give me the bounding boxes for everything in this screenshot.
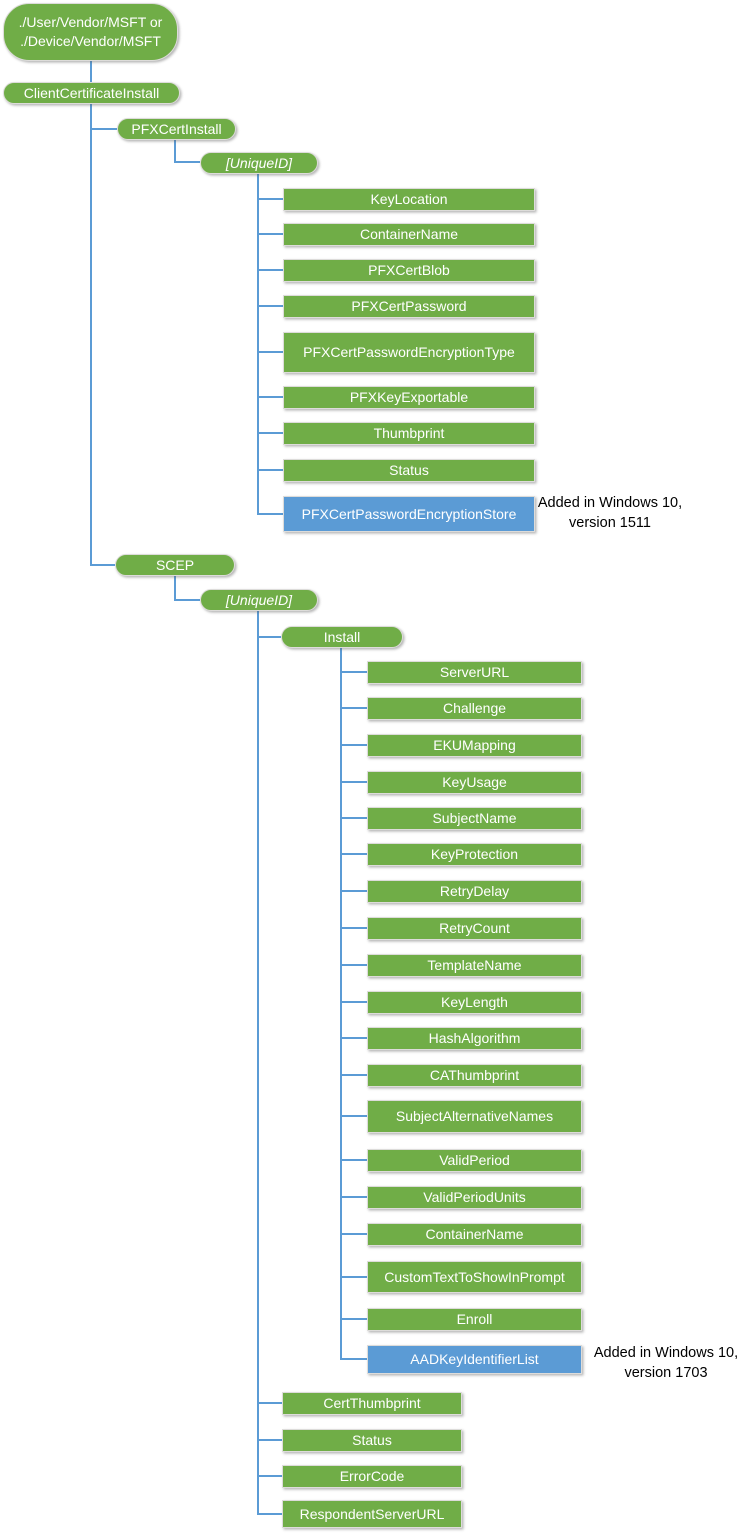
node-status-pfx: Status xyxy=(283,459,535,482)
root-line2: ./Device/Vendor/MSFT xyxy=(20,33,161,49)
node-server-url: ServerURL xyxy=(367,661,582,684)
connector-hline xyxy=(340,964,367,966)
node-status-scep: Status xyxy=(282,1429,462,1452)
node-valid-period-units: ValidPeriodUnits xyxy=(367,1186,582,1209)
node-aad-key-identifier-list: AADKeyIdentifierList xyxy=(367,1345,582,1374)
node-custom-text-to-show-in-prompt: CustomTextToShowInPrompt xyxy=(367,1261,582,1293)
annotation-1511-line1: Added in Windows 10, xyxy=(537,495,683,511)
annotation-win10-1511: Added in Windows 10, version 1511 xyxy=(534,493,686,533)
connector-hline xyxy=(340,817,367,819)
node-unique-id-pfx: [UniqueID] xyxy=(200,152,318,174)
connector-hline xyxy=(257,1402,282,1404)
node-root-path-label: ./User/Vendor/MSFT or ./Device/Vendor/MS… xyxy=(19,13,163,51)
connector-hline xyxy=(340,1358,367,1360)
connector-root-vline xyxy=(90,61,92,82)
node-unique-id-scep: [UniqueID] xyxy=(200,589,318,611)
node-client-certificate-install: ClientCertificateInstall xyxy=(3,82,180,104)
node-respondent-server-url: RespondentServerURL xyxy=(282,1500,462,1528)
connector-hline xyxy=(257,1475,282,1477)
connector-hline xyxy=(257,1439,282,1441)
connector-hline xyxy=(257,396,283,398)
connector-hline xyxy=(257,513,283,515)
annotation-1703-line2: version 1703 xyxy=(624,1365,708,1381)
connector-cci-trunk xyxy=(90,104,92,566)
connector-hline xyxy=(257,351,283,353)
connector-hline xyxy=(257,469,283,471)
connector-hline xyxy=(340,781,367,783)
node-subject-alternative-names: SubjectAlternativeNames xyxy=(367,1100,582,1133)
connector-hline xyxy=(174,599,200,601)
node-pfx-cert-password-encryption-type: PFXCertPasswordEncryptionType xyxy=(283,332,535,373)
connector-hline xyxy=(340,1159,367,1161)
node-pfx-cert-install: PFXCertInstall xyxy=(117,118,236,140)
connector-scep-elbow xyxy=(174,576,176,601)
connector-hline xyxy=(340,1233,367,1235)
node-key-location: KeyLocation xyxy=(283,188,535,211)
connector-install-trunk xyxy=(340,648,342,1360)
node-valid-period: ValidPeriod xyxy=(367,1149,582,1172)
annotation-win10-1703: Added in Windows 10, version 1703 xyxy=(590,1343,742,1383)
connector-hline xyxy=(340,927,367,929)
connector-uniqueid1-trunk xyxy=(257,174,259,515)
node-challenge: Challenge xyxy=(367,697,582,720)
connector-hline xyxy=(257,269,283,271)
node-pfx-cert-password-encryption-store: PFXCertPasswordEncryptionStore xyxy=(283,496,535,532)
root-line1: ./User/Vendor/MSFT or xyxy=(18,14,163,30)
connector-hline xyxy=(90,128,117,130)
connector-hline xyxy=(90,564,115,566)
node-ca-thumbprint: CAThumbprint xyxy=(367,1064,582,1087)
connector-hline xyxy=(257,198,283,200)
node-pfx-key-exportable: PFXKeyExportable xyxy=(283,386,535,409)
connector-hline xyxy=(257,305,283,307)
node-eku-mapping: EKUMapping xyxy=(367,734,582,757)
connector-pfxcertinstall-elbow xyxy=(174,140,176,163)
annotation-1511-line2: version 1511 xyxy=(569,515,651,531)
connector-hline xyxy=(340,671,367,673)
connector-hline xyxy=(340,1115,367,1117)
node-template-name: TemplateName xyxy=(367,954,582,977)
node-hash-algorithm: HashAlgorithm xyxy=(367,1027,582,1050)
node-key-length: KeyLength xyxy=(367,991,582,1014)
connector-hline xyxy=(340,853,367,855)
node-error-code: ErrorCode xyxy=(282,1465,462,1488)
node-scep: SCEP xyxy=(115,554,235,576)
connector-hline xyxy=(340,1276,367,1278)
connector-hline xyxy=(257,1513,282,1515)
node-subject-name: SubjectName xyxy=(367,807,582,830)
node-enroll: Enroll xyxy=(367,1308,582,1331)
node-pfx-cert-blob: PFXCertBlob xyxy=(283,259,535,282)
node-thumbprint: Thumbprint xyxy=(283,422,535,445)
node-retry-delay: RetryDelay xyxy=(367,880,582,903)
connector-hline xyxy=(257,432,283,434)
node-retry-count: RetryCount xyxy=(367,917,582,940)
node-cert-thumbprint: CertThumbprint xyxy=(282,1392,462,1415)
connector-hline xyxy=(340,1074,367,1076)
node-install: Install xyxy=(281,626,403,648)
node-container-name-pfx: ContainerName xyxy=(283,223,535,246)
node-root-path: ./User/Vendor/MSFT or ./Device/Vendor/MS… xyxy=(3,3,178,61)
connector-hline xyxy=(340,1001,367,1003)
connector-hline xyxy=(174,161,200,163)
annotation-1703-line1: Added in Windows 10, xyxy=(593,1345,739,1361)
node-key-protection: KeyProtection xyxy=(367,843,582,866)
node-pfx-cert-password: PFXCertPassword xyxy=(283,295,535,318)
connector-hline xyxy=(340,744,367,746)
connector-hline xyxy=(340,1196,367,1198)
connector-hline xyxy=(340,890,367,892)
connector-uniqueid2-trunk xyxy=(257,611,259,1515)
connector-hline xyxy=(340,1318,367,1320)
connector-hline xyxy=(340,707,367,709)
connector-hline xyxy=(340,1037,367,1039)
node-container-name-scep: ContainerName xyxy=(367,1223,582,1246)
node-key-usage: KeyUsage xyxy=(367,771,582,794)
connector-hline xyxy=(257,636,281,638)
connector-hline xyxy=(257,233,283,235)
